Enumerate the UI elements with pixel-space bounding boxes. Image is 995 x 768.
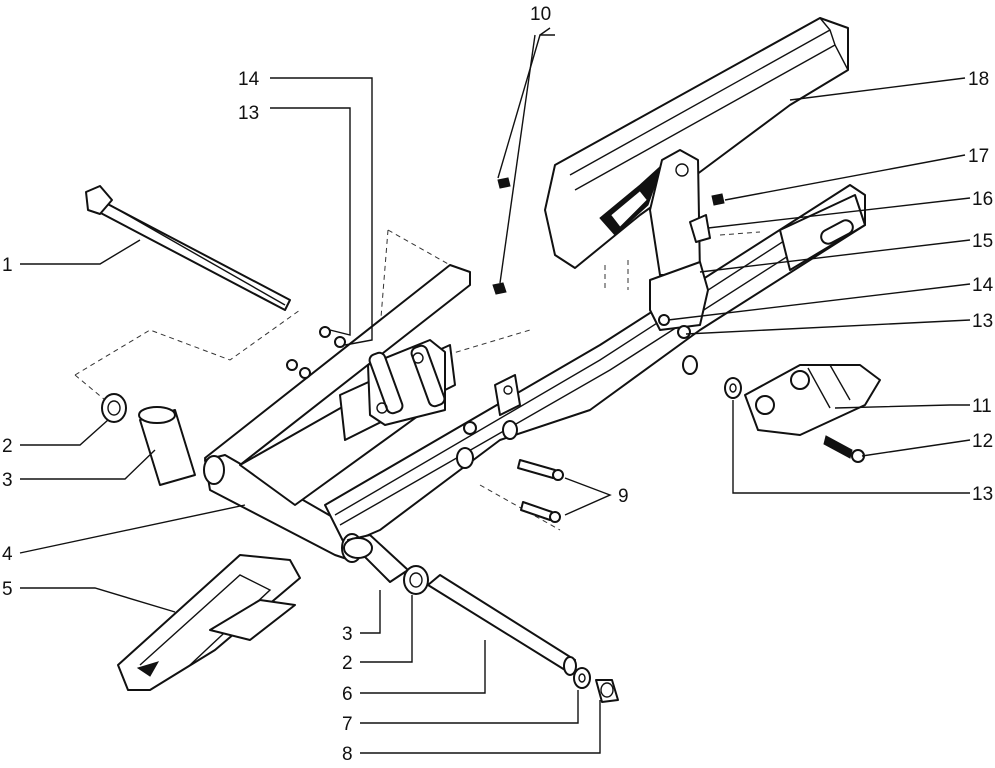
assembly-guide-lines [74, 229, 761, 531]
pivot-shaft [85, 185, 291, 311]
chain-adjuster [724, 364, 881, 463]
callout-17: 17 [968, 146, 989, 167]
callout-6: 6 [342, 684, 353, 705]
small-fasteners [286, 177, 725, 523]
callout-2: 2 [2, 436, 13, 457]
right-bushing-axle-group [343, 534, 619, 703]
callout-13c: 13 [972, 484, 993, 505]
callout-7: 7 [342, 714, 353, 735]
callout-3: 3 [2, 470, 13, 491]
callout-15: 15 [972, 231, 993, 252]
callout-9: 9 [618, 486, 629, 507]
left-bushing-and-seal [101, 393, 196, 486]
callout-13a: 13 [238, 103, 259, 124]
callout-10: 10 [530, 4, 551, 25]
callout-5: 5 [2, 579, 13, 600]
swingarm [203, 184, 866, 563]
callout-14a: 14 [238, 69, 260, 90]
callout-8: 8 [342, 744, 353, 763]
callout-13b: 13 [972, 311, 993, 332]
callout-3b: 3 [342, 624, 353, 645]
callout-16: 16 [972, 189, 993, 210]
callout-labels: 1 2 3 4 5 3 2 6 7 8 9 10 11 12 13 13 13 … [2, 4, 994, 765]
leader-lines [19, 27, 971, 754]
callout-14b: 14 [972, 275, 994, 296]
callout-1: 1 [2, 255, 13, 276]
callout-4: 4 [2, 544, 13, 565]
callout-18: 18 [968, 69, 989, 90]
callout-11: 11 [972, 396, 992, 417]
callout-12: 12 [972, 431, 993, 452]
chain-slider [117, 554, 301, 691]
callout-2b: 2 [342, 653, 353, 674]
